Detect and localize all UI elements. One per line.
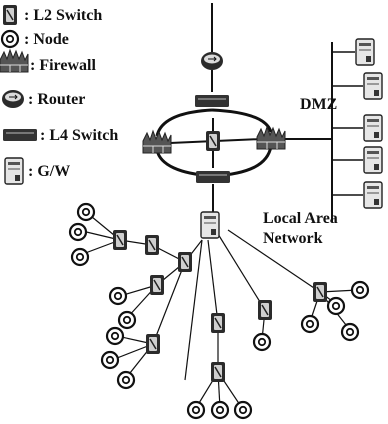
l2-switch-icon bbox=[210, 312, 226, 334]
server-icon bbox=[363, 146, 383, 174]
node-icon bbox=[340, 322, 360, 342]
server-icon bbox=[363, 181, 383, 209]
top-left-ring-link bbox=[155, 108, 213, 137]
l2-switch-icon bbox=[210, 361, 226, 383]
l2-switch-icon bbox=[312, 281, 328, 303]
node-icon bbox=[105, 326, 125, 346]
l4-switch-icon bbox=[195, 95, 229, 107]
node-icon bbox=[100, 350, 120, 370]
node-icon bbox=[117, 310, 137, 330]
node-icon bbox=[76, 202, 96, 222]
legend-node: : Node bbox=[0, 29, 69, 49]
l2-switch-icon bbox=[177, 251, 193, 273]
lan-switches bbox=[112, 229, 328, 383]
lan-label-line2: Network bbox=[263, 230, 323, 247]
firewall-icon bbox=[0, 49, 29, 73]
node-icon bbox=[0, 29, 20, 49]
legend-gateway-label: : G/W bbox=[28, 163, 70, 180]
server-icon bbox=[355, 38, 375, 66]
l2-switch-icon bbox=[205, 130, 221, 152]
l2-switch-icon bbox=[257, 299, 273, 321]
router-icon bbox=[1, 89, 25, 109]
node-icon bbox=[326, 296, 346, 316]
l4-switch-icon bbox=[3, 129, 37, 141]
legend-l2-switch: : L2 Switch bbox=[2, 4, 102, 26]
gateway-server-icon bbox=[4, 157, 24, 185]
router-icon bbox=[200, 51, 224, 71]
legend-l4-switch-label: : L4 Switch bbox=[40, 127, 118, 144]
node-icon bbox=[70, 247, 90, 267]
l2-switch-icon bbox=[2, 4, 18, 26]
legend-gateway: : G/W bbox=[4, 157, 70, 185]
legend-l4-switch: : L4 Switch bbox=[3, 127, 118, 144]
legend-firewall-label: : Firewall bbox=[30, 57, 96, 74]
legend-firewall: : Firewall bbox=[0, 49, 96, 74]
legend-router-label: : Router bbox=[28, 91, 85, 108]
node-icon bbox=[108, 286, 128, 306]
server-icon bbox=[363, 72, 383, 100]
l2-switch-icon bbox=[145, 333, 161, 355]
node-icon bbox=[233, 400, 253, 420]
node-icon bbox=[210, 400, 230, 420]
dmz-servers bbox=[355, 38, 383, 209]
gateway-server-icon bbox=[200, 211, 220, 239]
l4-switch-icon bbox=[196, 171, 230, 183]
dmz-label: DMZ bbox=[300, 96, 337, 113]
lan-label-line1: Local Area bbox=[263, 210, 338, 227]
legend-l2-switch-label: : L2 Switch bbox=[24, 7, 102, 24]
l2-switch-icon bbox=[149, 274, 165, 296]
node-icon bbox=[300, 314, 320, 334]
node-icon bbox=[68, 222, 88, 242]
l2-switch-icon bbox=[112, 229, 128, 251]
node-icon bbox=[252, 332, 272, 352]
node-icon bbox=[186, 400, 206, 420]
dmz-links bbox=[284, 42, 363, 222]
top-right-ring-link bbox=[211, 108, 273, 133]
server-icon bbox=[363, 114, 383, 142]
legend: : L2 Switch : Node : Firewall : Router :… bbox=[0, 4, 118, 185]
legend-router: : Router bbox=[1, 89, 85, 109]
node-icon bbox=[350, 280, 370, 300]
node-icon bbox=[116, 370, 136, 390]
l2-switch-icon bbox=[144, 234, 160, 256]
legend-node-label: : Node bbox=[24, 31, 69, 48]
